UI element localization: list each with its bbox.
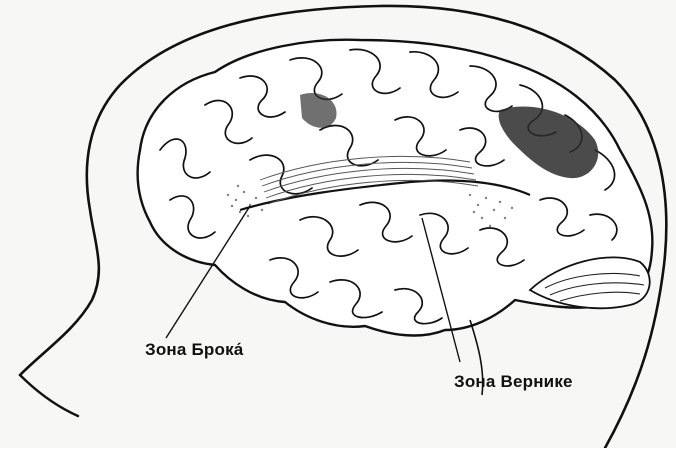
broca-area-label: Зона Брока́ <box>145 340 243 360</box>
jaw-outline <box>20 375 78 416</box>
wernicke-area-label: Зона Вернике <box>454 372 573 392</box>
